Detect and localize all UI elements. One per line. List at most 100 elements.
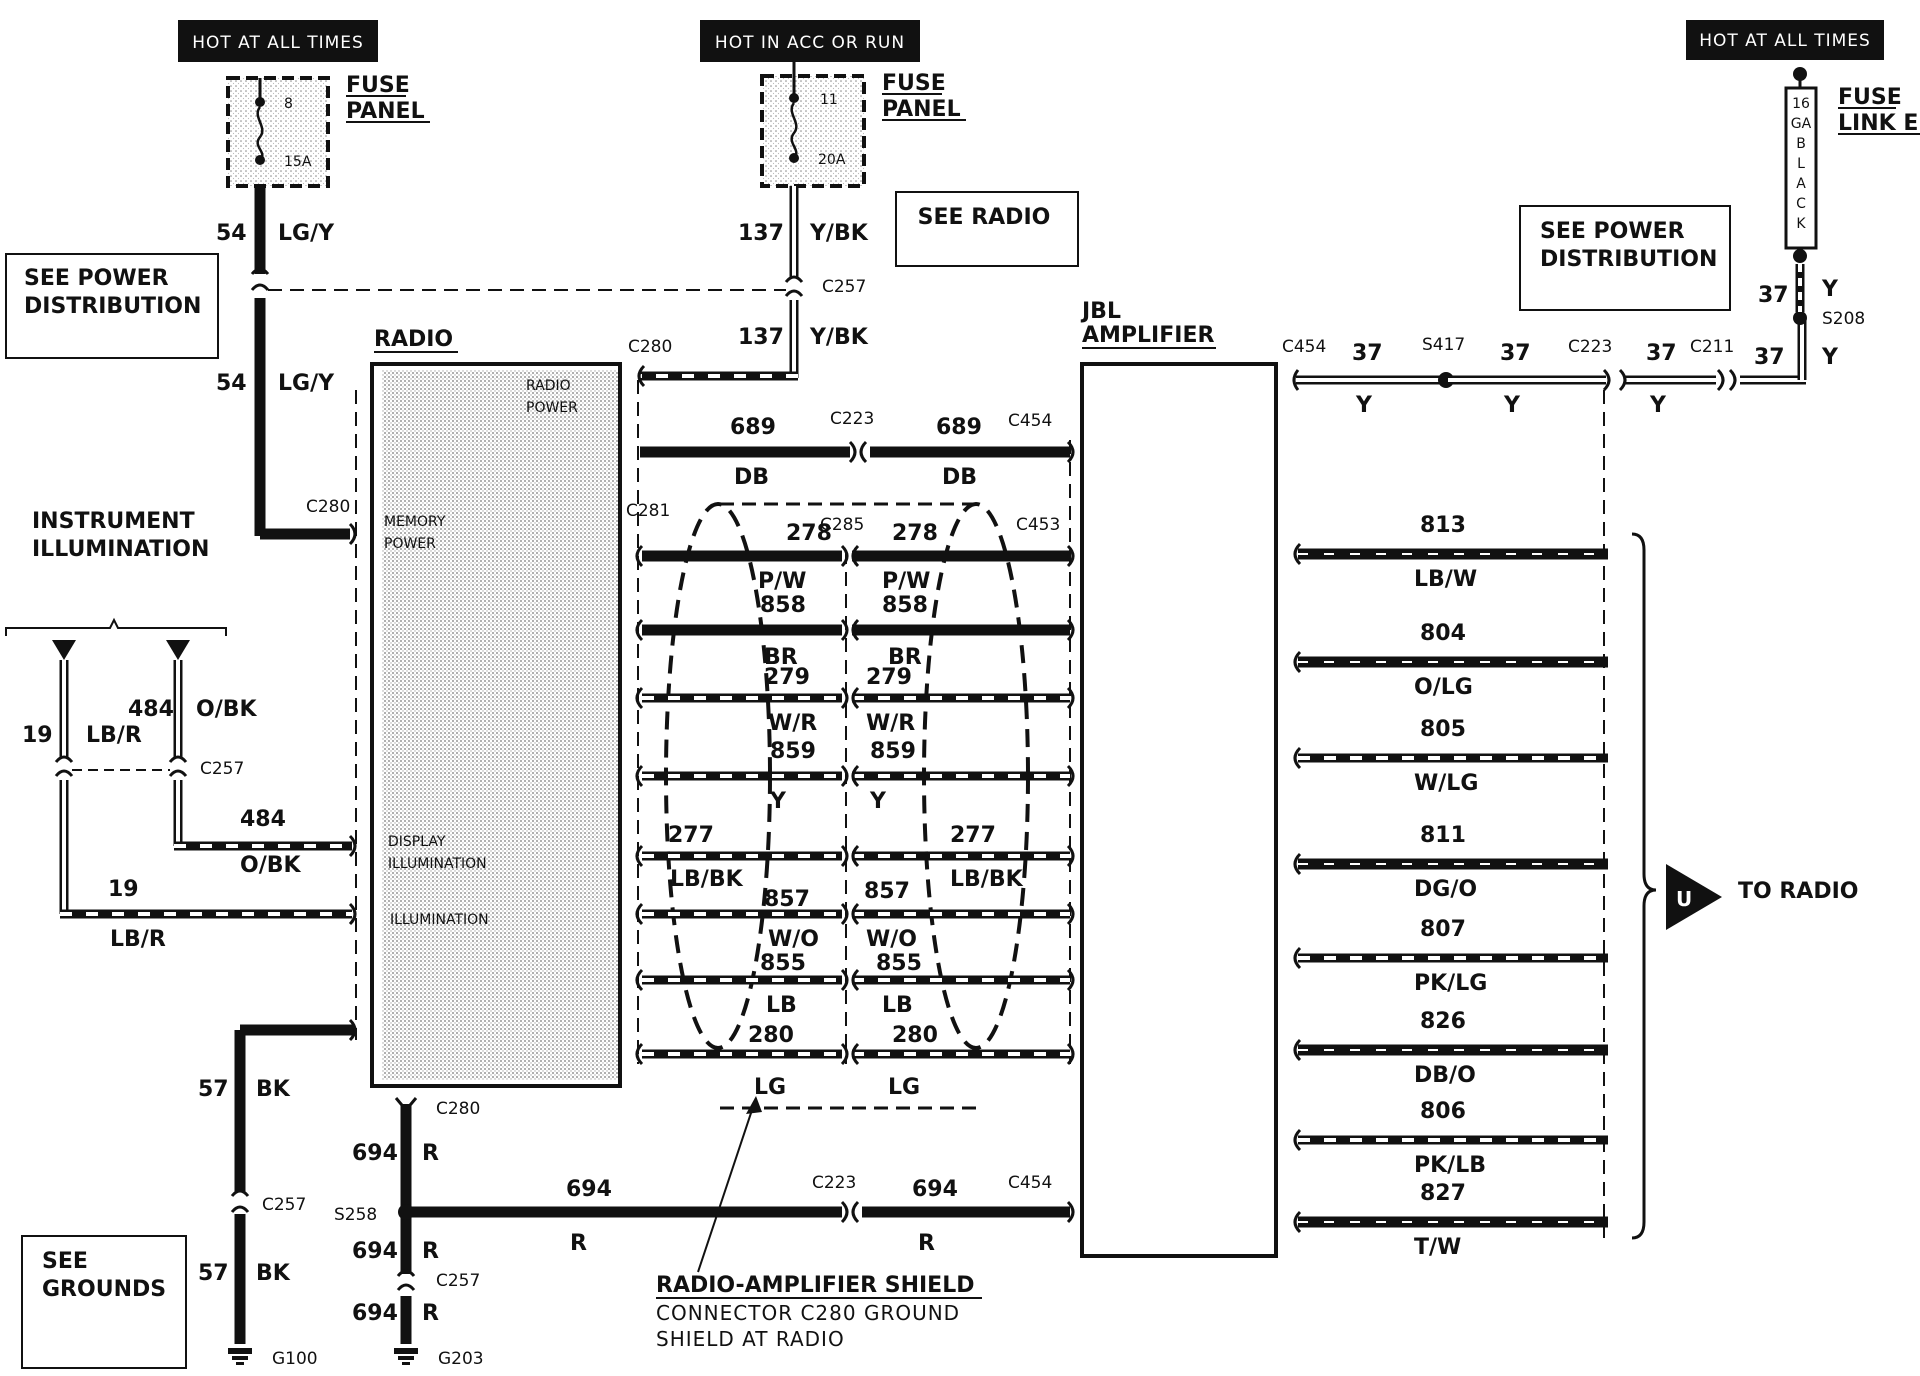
bundle-connector-c453 xyxy=(1066,686,1075,710)
speaker-connector xyxy=(1293,852,1302,876)
instrument-bracket xyxy=(5,617,227,636)
bundle-wire-label: W/R xyxy=(866,711,915,736)
svg-text:20A: 20A xyxy=(818,152,846,168)
g203-label: G203 xyxy=(438,1349,484,1369)
wire-694 xyxy=(394,1097,1075,1365)
speaker-wire-color: O/LG xyxy=(1414,675,1473,700)
svg-text:HOT IN ACC OR RUN: HOT IN ACC OR RUN xyxy=(715,33,905,53)
wire-137 xyxy=(637,186,804,388)
c285-label: C285 xyxy=(820,515,864,535)
svg-text:GROUNDS: GROUNDS xyxy=(42,1277,166,1302)
speaker-wire-color: T/W xyxy=(1414,1235,1461,1260)
c223-694-label: C223 xyxy=(812,1173,856,1193)
fuse-panel-label-center-2: PANEL xyxy=(882,97,961,122)
c257-694-label: C257 xyxy=(436,1271,480,1291)
wire-37-color-4: Y xyxy=(1821,345,1839,370)
bundle-wire-label: 855 xyxy=(876,951,922,976)
s258-label: S258 xyxy=(334,1205,377,1225)
svg-text:DISTRIBUTION: DISTRIBUTION xyxy=(1540,247,1717,272)
svg-text:15A: 15A xyxy=(284,154,312,170)
bundle-connector-c453 xyxy=(1066,968,1075,992)
bundle-connector-c281 xyxy=(635,544,644,568)
bundle-connector-c453 xyxy=(1066,618,1075,642)
bundle-connector-c285 xyxy=(840,618,849,642)
bundle-wire-label: 858 xyxy=(760,593,806,618)
fuse-link-letter: B xyxy=(1796,136,1806,152)
wire-137-color-top: Y/BK xyxy=(809,221,869,246)
fuse-link-letter: GA xyxy=(1791,116,1812,132)
c454-37-label: C454 xyxy=(1282,337,1326,357)
wire-694-color-2: R xyxy=(422,1239,439,1264)
wire-19-color-top: LB/R xyxy=(86,723,142,748)
bundle-wire-label: 280 xyxy=(748,1023,794,1048)
bundle-connector-c285 xyxy=(840,968,849,992)
bundle-wire-label: LG xyxy=(888,1075,920,1100)
wire-137-color: Y/BK xyxy=(809,325,869,350)
bundle-connector-c285 xyxy=(851,968,860,992)
memory-power-1: MEMORY xyxy=(384,514,446,530)
fuse-panel-label-center-1: FUSE xyxy=(882,71,946,96)
bundle-connector-c281 xyxy=(635,618,644,642)
bundle-wire-label: LG xyxy=(754,1075,786,1100)
fuse-left: 8 15A xyxy=(226,76,330,188)
speaker-wire-color: DG/O xyxy=(1414,877,1477,902)
wire-37-number-1: 37 xyxy=(1352,341,1383,366)
speaker-wire-number: 804 xyxy=(1420,621,1466,646)
wire-694-number-left: 694 xyxy=(566,1177,612,1202)
speaker-wire-color: LB/W xyxy=(1414,567,1477,592)
bundle-connector-c281 xyxy=(635,686,644,710)
bundle-wire-label: P/W xyxy=(882,569,930,594)
speaker-connector xyxy=(1293,746,1302,770)
bundle-wire-label: LB xyxy=(766,993,797,1018)
s208-label: S208 xyxy=(1822,309,1865,329)
wire-54-color-top: LG/Y xyxy=(278,221,335,246)
svg-text:11: 11 xyxy=(820,92,838,108)
c257-illum-label: C257 xyxy=(200,759,244,779)
wire-37-number-4: 37 xyxy=(1754,345,1785,370)
svg-text:SEE POWER: SEE POWER xyxy=(1540,219,1685,244)
shield-note-line-2: SHIELD AT RADIO xyxy=(656,1327,845,1351)
wire-37-number-5: 37 xyxy=(1758,283,1789,308)
wire-19-number-top: 19 xyxy=(22,723,53,748)
fuse-link-label-1: FUSE xyxy=(1838,85,1902,110)
bundle-connector-c281 xyxy=(635,764,644,788)
bundle-wire-label: 857 xyxy=(764,887,810,912)
fuse-link-label-2: LINK E xyxy=(1838,111,1918,136)
wire-484 xyxy=(168,660,357,858)
instrument-illumination-2: ILLUMINATION xyxy=(32,537,209,562)
bundle-connector-c285 xyxy=(851,764,860,788)
s417-label: S417 xyxy=(1422,335,1465,355)
bundle-wire-label: 277 xyxy=(950,823,996,848)
see-power-distribution-right: SEE POWER DISTRIBUTION xyxy=(1519,205,1731,311)
fuse-panel-label-left-1: FUSE xyxy=(346,73,410,98)
speaker-wire-number: 827 xyxy=(1420,1181,1466,1206)
radio-power-1: RADIO xyxy=(526,378,571,394)
bundle-connector-c285 xyxy=(851,618,860,642)
see-grounds: SEE GROUNDS xyxy=(21,1235,187,1369)
wire-694-number-right: 694 xyxy=(912,1177,958,1202)
wire-694-color-1: R xyxy=(422,1141,439,1166)
display-illumination-2: ILLUMINATION xyxy=(388,856,487,872)
bundle-wire-label: LB/BK xyxy=(950,867,1024,892)
bundle-connector-c285 xyxy=(840,844,849,868)
wire-484-color: O/BK xyxy=(240,853,302,878)
c280-left-label: C280 xyxy=(306,497,350,517)
wire-37-color-1: Y xyxy=(1355,393,1373,418)
display-illumination-1: DISPLAY xyxy=(388,834,446,850)
bundle-connector-c285 xyxy=(851,686,860,710)
illumination-label: ILLUMINATION xyxy=(390,912,489,928)
bundle-connector-c281 xyxy=(635,968,644,992)
bundle-connector-c285 xyxy=(840,764,849,788)
speaker-wire-color: W/LG xyxy=(1414,771,1478,796)
bundle-wire-label: 278 xyxy=(786,521,832,546)
bundle-wire-label: Y xyxy=(869,789,887,814)
fuse-link-letter: C xyxy=(1796,196,1806,212)
bundle-wire-label: 859 xyxy=(870,739,916,764)
svg-text:SEE RADIO: SEE RADIO xyxy=(918,205,1051,230)
speaker-wire-color: PK/LB xyxy=(1414,1153,1486,1178)
bundle-wire-label: BR xyxy=(764,645,798,670)
bundle-wire-label: W/R xyxy=(768,711,817,736)
g100-label: G100 xyxy=(272,1349,318,1369)
